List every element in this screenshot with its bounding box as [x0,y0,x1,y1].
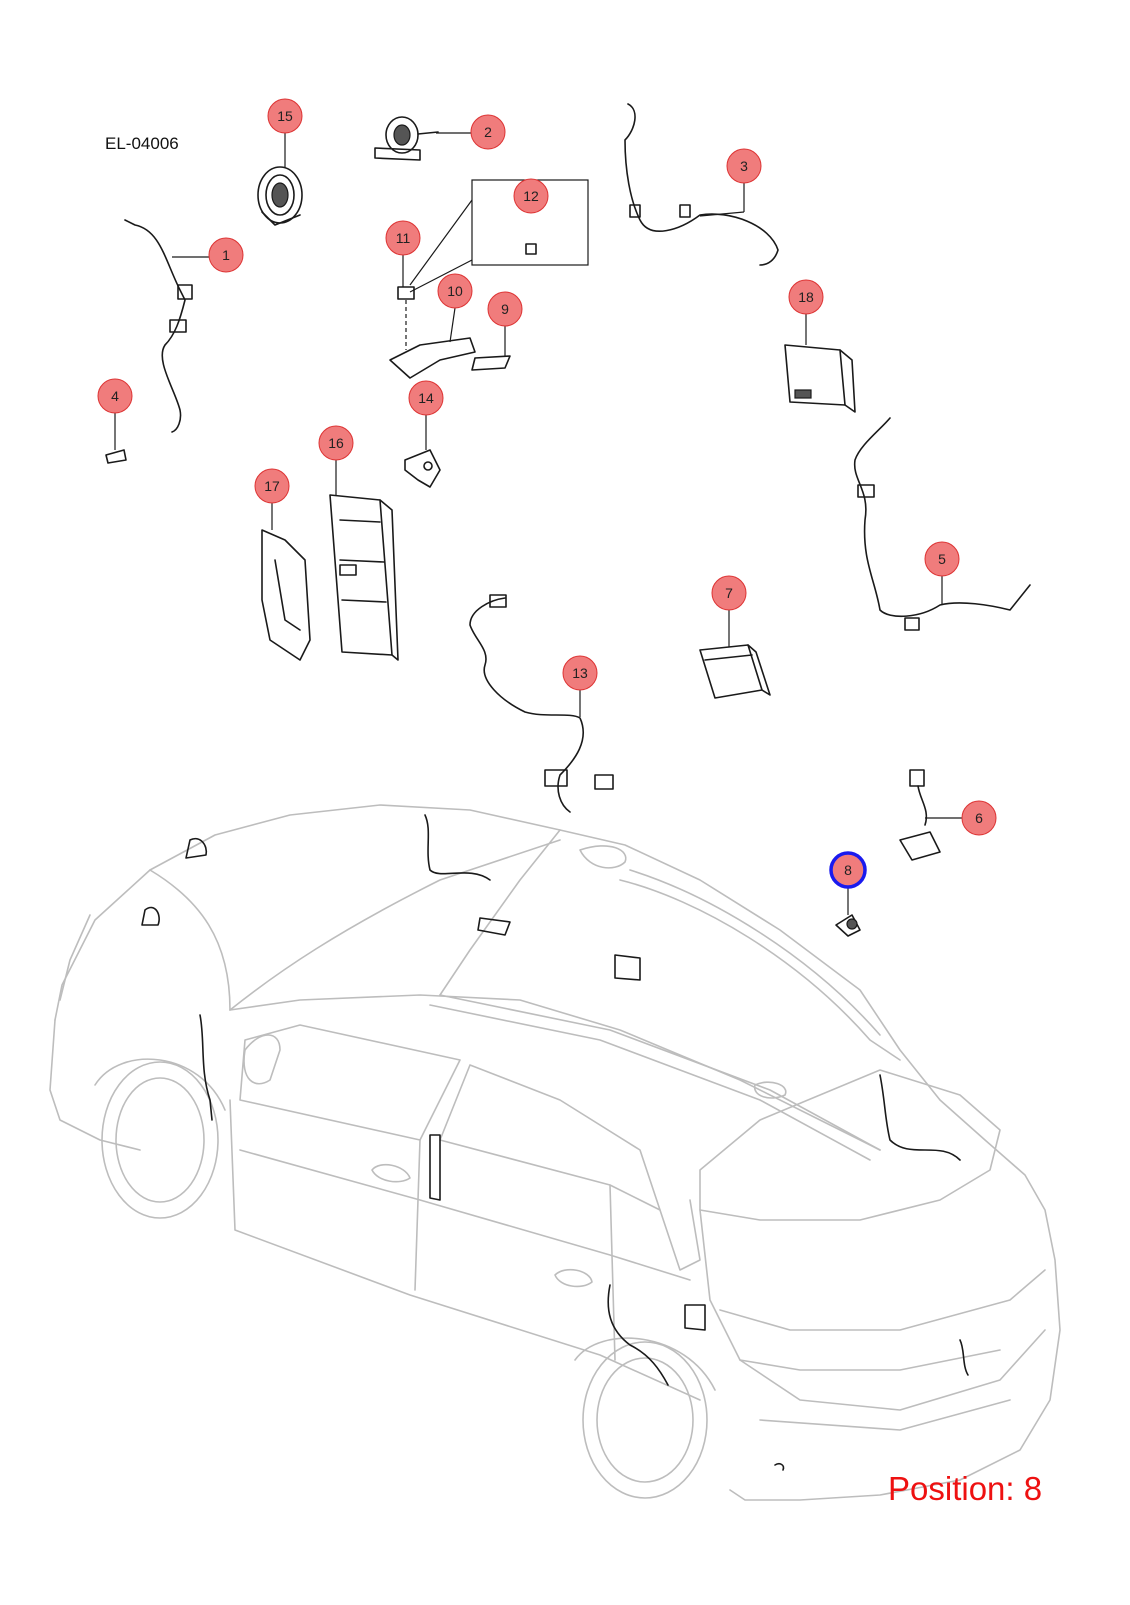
part-sensor-harness-3 [624,103,779,266]
part-bracket-10 [389,337,476,379]
part-bracket-14 [404,449,441,488]
svg-text:3: 3 [740,158,748,174]
vehicle-outline [49,804,1061,1501]
svg-text:2: 2 [484,124,492,140]
callout-15[interactable]: 15 [267,98,303,134]
svg-text:11: 11 [396,230,411,246]
svg-text:10: 10 [447,283,463,299]
svg-text:17: 17 [264,478,280,494]
svg-text:5: 5 [938,551,946,567]
callout-leaders [114,132,962,915]
svg-text:13: 13 [572,665,588,681]
callout-10[interactable]: 10 [437,273,473,309]
callout-2[interactable]: 2 [470,114,506,150]
svg-text:7: 7 [725,585,733,601]
part-control-unit-16 [329,494,399,661]
callout-3[interactable]: 3 [726,148,762,184]
part-clip-11 [397,286,415,350]
svg-text:6: 6 [975,810,983,826]
callouts: 1 2 3 4 5 6 7 8 9 10 11 12 13 14 15 16 1… [97,98,997,889]
svg-text:15: 15 [277,108,293,124]
part-horn-15 [257,166,303,226]
part-sensor-8 [835,914,861,937]
part-detail-box-12 [409,179,589,293]
svg-text:4: 4 [111,388,119,404]
svg-text:18: 18 [798,289,814,305]
position-indicator: Position: 8 [888,1470,1043,1507]
svg-text:9: 9 [501,301,509,317]
part-module-7 [699,644,771,699]
svg-text:12: 12 [523,188,539,204]
callout-14[interactable]: 14 [408,380,444,416]
callout-4[interactable]: 4 [97,378,133,414]
part-sensor-harness-5 [853,417,1031,631]
callout-16[interactable]: 16 [318,425,354,461]
part-sensor-4 [105,449,127,464]
callout-7[interactable]: 7 [711,575,747,611]
callout-17[interactable]: 17 [254,468,290,504]
part-module-18 [784,344,856,413]
vehicle-installed-parts [141,814,969,1471]
callout-18[interactable]: 18 [788,279,824,315]
callout-11[interactable]: 11 [385,220,421,256]
callout-1[interactable]: 1 [208,237,244,273]
diagram-code-label: EL-04006 [105,134,179,153]
part-sensor-6 [899,769,941,861]
callout-9[interactable]: 9 [487,291,523,327]
part-plate-9 [471,355,511,371]
callout-6[interactable]: 6 [961,800,997,836]
svg-text:8: 8 [844,862,852,878]
part-bracket-17 [261,529,311,661]
callout-13[interactable]: 13 [562,655,598,691]
callout-5[interactable]: 5 [924,541,960,577]
svg-text:14: 14 [418,390,434,406]
svg-text:1: 1 [222,247,230,263]
part-horn-2 [374,116,439,161]
callout-8[interactable]: 8 [829,851,867,889]
callout-12[interactable]: 12 [513,178,549,214]
part-sensor-harness-1 [124,219,193,433]
part-sensor-harness-13 [469,594,614,813]
svg-text:16: 16 [328,435,344,451]
